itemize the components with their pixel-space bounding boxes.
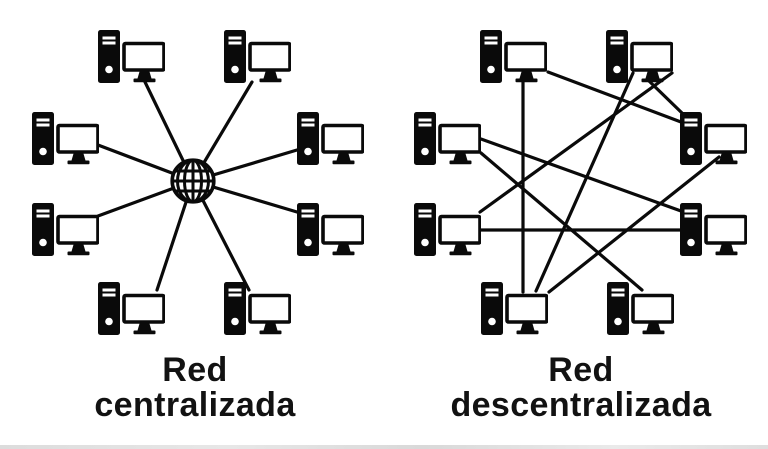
desktop-computer-icon-mid-left [32,112,99,165]
connection-line [547,155,721,294]
desktop-computer-icon-lower-right [680,203,747,256]
centralized-network-diagram [32,30,364,335]
label-line: Red [162,351,228,389]
desktop-computer-icon-top-left [480,30,547,83]
desktop-computer-icon-lower-left [32,203,99,256]
desktop-computer-icon-bottom-left [98,282,165,335]
desktop-computer-icon-top-right [224,30,291,83]
centralized-network-label: Red centralizada [25,353,365,422]
label-line: centralizada [94,386,296,424]
desktop-computer-icon-lower-left [414,203,481,256]
connection-line [478,71,674,214]
connection-line [534,71,635,293]
connection-line [646,78,684,115]
label-line: Red [548,351,614,389]
compression-artifact-band [0,445,768,449]
connection-line [479,151,644,292]
connection-line [546,70,683,124]
decentralized-network-diagram [414,30,747,335]
desktop-computer-icon-mid-right [297,112,364,165]
desktop-computer-icon-top-left [98,30,165,83]
label-line: descentralizada [450,386,712,424]
decentralized-network-label: Red descentralizada [398,353,764,422]
desktop-computer-icon-mid-left [414,112,481,165]
connection-line [479,137,683,213]
desktop-computer-icon-lower-right [297,203,364,256]
globe-icon [170,158,216,204]
desktop-computer-icon-bottom-right [224,282,291,335]
desktop-computer-icon-mid-right [680,112,747,165]
desktop-computer-icon-top-right [606,30,673,83]
